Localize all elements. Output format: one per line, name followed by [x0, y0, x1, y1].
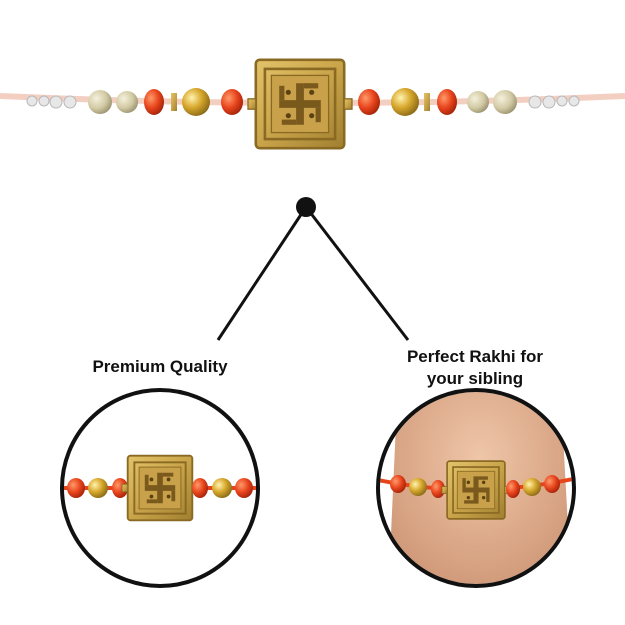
thread-silver-right: [528, 95, 580, 109]
callout-line-right: [304, 206, 410, 341]
caption-line-2: your sibling: [426, 369, 524, 388]
orange-bead: [144, 89, 164, 115]
gold-bead: [182, 88, 210, 116]
cream-bead: [88, 90, 112, 114]
callout-lines: [216, 197, 410, 341]
closeup-circle: [60, 388, 260, 588]
gold-spacer: [171, 93, 177, 111]
orange-bead: [358, 89, 380, 115]
orange-bead: [221, 89, 243, 115]
rakhi-top: [0, 58, 625, 150]
callout-line-left: [216, 206, 308, 341]
orange-bead: [437, 89, 457, 115]
cream-bead: [467, 91, 489, 113]
caption-line-1: Perfect Rakhi for: [406, 347, 544, 366]
swastika-pendant-icon: [246, 58, 354, 150]
thread-silver-left: [26, 95, 77, 109]
caption-perfect-rakhi: Perfect Rakhi for your sibling: [365, 346, 585, 390]
gold-bead: [391, 88, 419, 116]
cream-bead: [116, 91, 138, 113]
cream-bead: [493, 90, 517, 114]
caption-premium-quality: Premium Quality: [92, 357, 228, 376]
gold-spacer: [424, 93, 430, 111]
wrist-circle: [376, 388, 576, 588]
